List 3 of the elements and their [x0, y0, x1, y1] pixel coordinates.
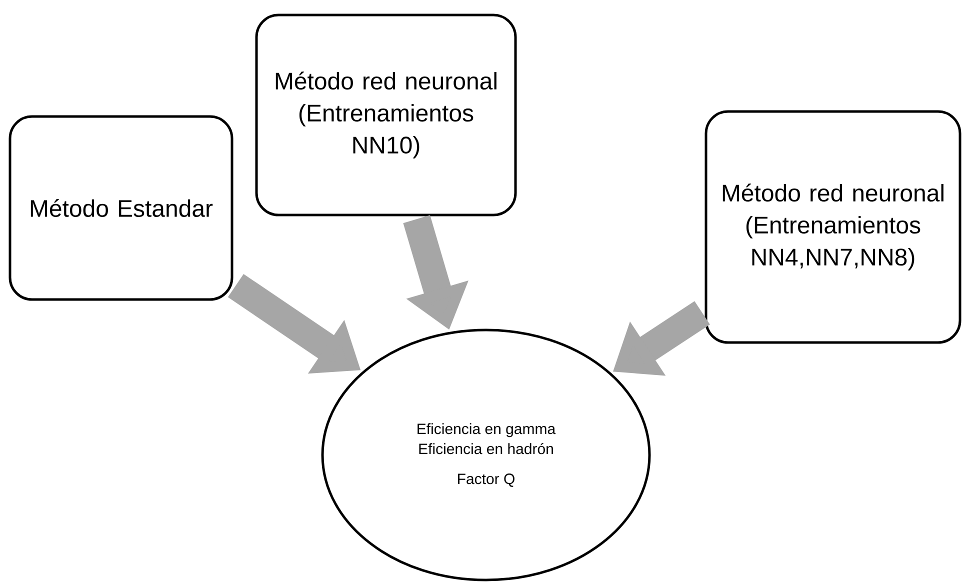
method-box: Método red neuronal (Entrenamientos NN4,NN7,NN8): [704, 110, 962, 344]
method-box: Método Estandar: [8, 115, 234, 301]
method-box: Método red neuronal (Entrenamientos NN10): [255, 14, 517, 216]
